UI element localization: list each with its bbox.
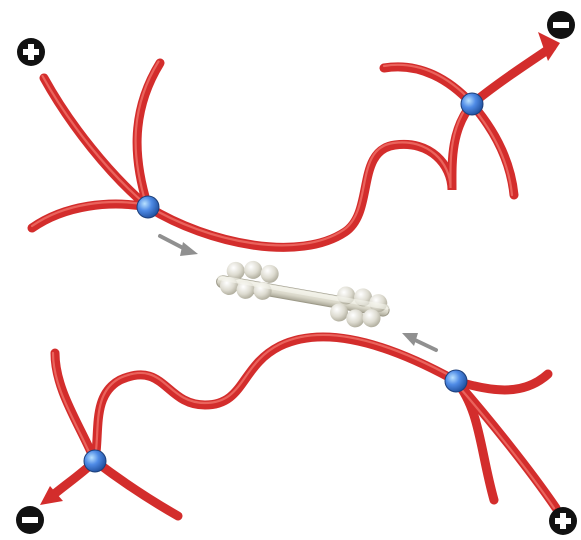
arrow-icon (402, 333, 436, 350)
motor-protein-icon (213, 255, 394, 333)
filament-top-right-branch-down (472, 104, 514, 195)
polarity-minus-bottom-left (16, 506, 44, 534)
minus-icon (553, 22, 569, 28)
node-top-left (137, 196, 159, 218)
filament-bottom-left-branch-up (55, 353, 95, 461)
filament-top-right-arrow (472, 47, 552, 104)
polarity-plus-top-left (17, 38, 45, 66)
filament-network-bottom (40, 335, 556, 516)
filament-bottom-right-branch-up (456, 374, 548, 390)
arrow-icon (160, 236, 198, 256)
node-top-right (461, 93, 483, 115)
filament-top-right-branch-left (384, 67, 472, 104)
filament-bottom-left-branch-down (95, 461, 178, 516)
filament-bottom-main (95, 337, 456, 461)
minus-icon (22, 517, 38, 523)
polarity-minus-top-right (547, 11, 575, 39)
filament-network-top (32, 32, 560, 247)
polarity-plus-bottom-right (549, 507, 577, 535)
filament-top-main (44, 78, 472, 247)
node-bottom-right (445, 370, 467, 392)
node-bottom-left (84, 450, 106, 472)
